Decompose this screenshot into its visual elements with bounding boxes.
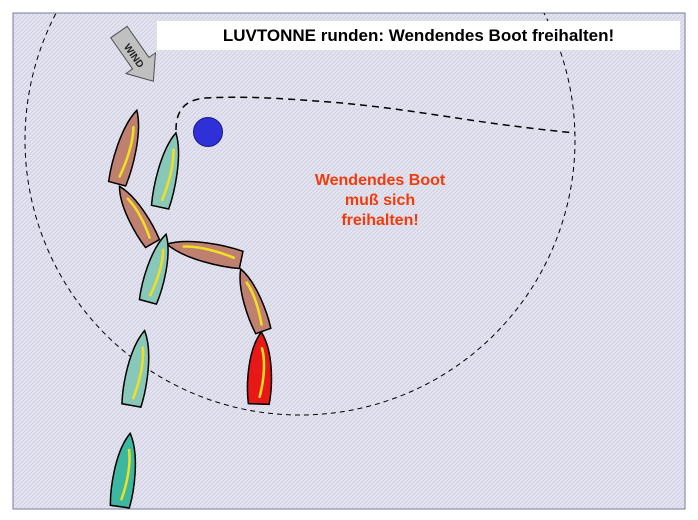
water-area: [12, 12, 686, 510]
note-line-3: freihalten!: [341, 212, 419, 229]
boat-brown-upper: [107, 108, 140, 187]
wind-arrow: WIND: [110, 25, 157, 82]
zone-circle: [24, 13, 576, 416]
boats: [107, 108, 273, 509]
boat-teal-middle: [138, 232, 169, 305]
note-line-2: muß sich: [344, 192, 416, 209]
boat-brown-tacking: [118, 185, 161, 249]
boat-teal-near-mark: [150, 131, 180, 210]
boat-red: [246, 330, 273, 406]
boat-teal-bottom: [109, 431, 137, 509]
course-line: [175, 96, 576, 134]
note-text: Wendendes Boot muß sich freihalten!: [280, 171, 480, 231]
note-line-1: Wendendes Boot: [314, 172, 446, 189]
boat-brown-right: [239, 267, 272, 335]
windward-mark: [193, 117, 223, 147]
boat-teal-lower: [121, 329, 150, 408]
diagram-title: LUVTONNE runden: Wendendes Boot freihalt…: [157, 21, 680, 50]
boat-brown-crossing: [165, 240, 244, 270]
